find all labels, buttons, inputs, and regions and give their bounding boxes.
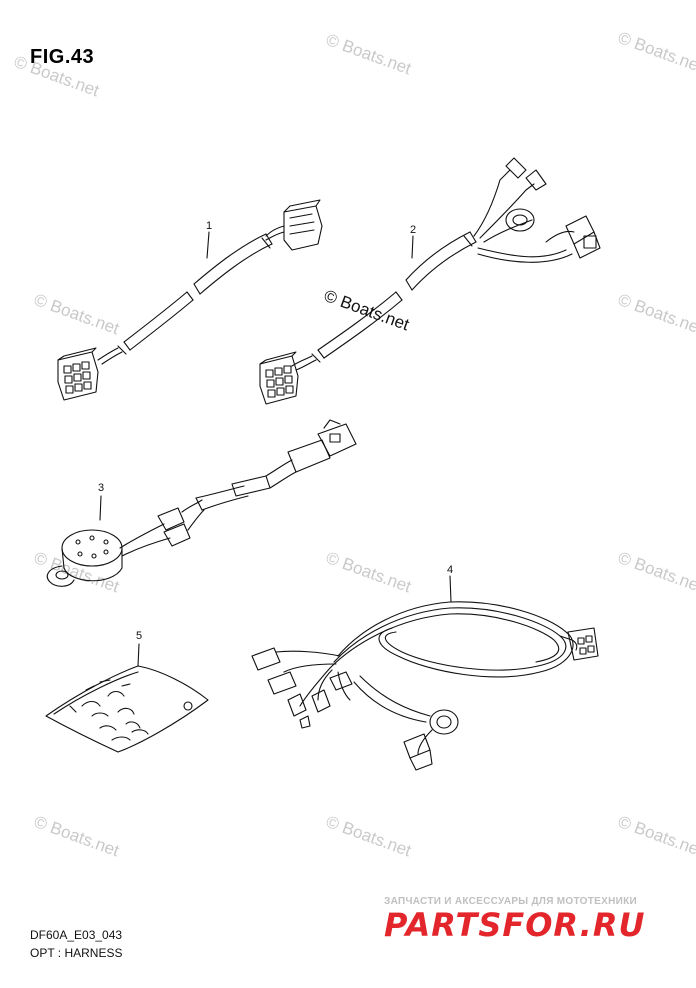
sheath-upper bbox=[193, 233, 273, 295]
loop-connector-right bbox=[567, 627, 599, 661]
leader-line-4 bbox=[449, 575, 452, 603]
loop-terminal-6 bbox=[403, 733, 431, 759]
loop-grommet bbox=[429, 709, 459, 735]
part-4-loop-harness bbox=[251, 575, 599, 771]
figure-caption: OPT : HARNESS bbox=[30, 946, 123, 960]
callout-5: 5 bbox=[136, 630, 143, 642]
branch-terminal-1 bbox=[505, 157, 527, 179]
leader-line-1 bbox=[206, 231, 210, 259]
loop-terminal-4 bbox=[311, 689, 331, 713]
promo-logo: PARTSFOR.RU bbox=[384, 906, 646, 944]
grommet bbox=[505, 208, 535, 232]
loop-terminal-1 bbox=[251, 647, 281, 671]
loop-terminal-2 bbox=[267, 671, 297, 695]
part-1-extension-harness bbox=[57, 199, 323, 401]
bag-outline bbox=[45, 665, 209, 753]
connector-bottom bbox=[57, 351, 99, 401]
loop-terminal-5 bbox=[329, 671, 353, 691]
loop-terminal-3 bbox=[287, 693, 307, 717]
leader-line-5 bbox=[137, 643, 140, 667]
part-5-parts-bag bbox=[45, 643, 209, 753]
sheath-lower bbox=[123, 291, 194, 351]
sheath-lower bbox=[317, 291, 403, 359]
buzzer-body bbox=[61, 529, 123, 567]
part-2-main-harness bbox=[259, 157, 601, 405]
branch-connector-right bbox=[565, 215, 595, 245]
part-3-buzzer-harness bbox=[46, 419, 357, 587]
figure-code: DF60A_E03_043 bbox=[30, 928, 123, 942]
leader-line-3 bbox=[99, 495, 102, 521]
callout-2: 2 bbox=[410, 224, 417, 236]
branch-terminal-2 bbox=[525, 169, 547, 191]
callout-4: 4 bbox=[447, 564, 454, 576]
buzzer-connector bbox=[287, 439, 331, 473]
callout-1: 1 bbox=[206, 220, 213, 232]
sheath-upper bbox=[405, 231, 477, 291]
callout-3: 3 bbox=[98, 482, 105, 494]
leader-line-2 bbox=[411, 235, 414, 259]
promo-tagline: ЗАПЧАСТИ И АКСЕССУАРЫ ДЛЯ МОТОТЕХНИКИ bbox=[384, 896, 637, 907]
connector-top bbox=[283, 205, 323, 251]
figure-title: FIG.43 bbox=[30, 46, 95, 68]
